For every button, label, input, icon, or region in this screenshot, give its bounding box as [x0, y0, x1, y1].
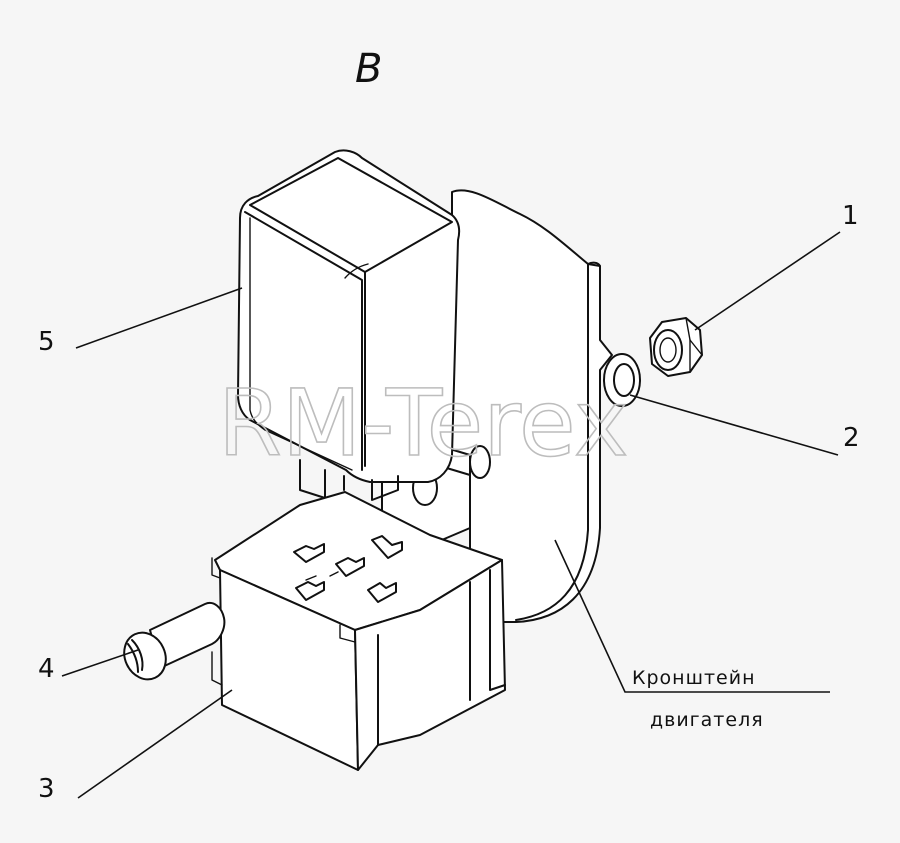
leader-5	[75, 287, 243, 349]
nut	[649, 317, 703, 377]
callout-1: 1	[842, 201, 859, 231]
callout-5: 5	[38, 327, 55, 357]
callout-3: 3	[38, 774, 55, 804]
bracket-note-line2: двигателя	[650, 709, 764, 731]
watermark: RM-Terex	[218, 370, 628, 477]
relay-socket	[211, 491, 506, 771]
leader-2	[629, 394, 839, 456]
view-label: B	[355, 46, 382, 92]
leader-1	[694, 231, 841, 331]
bracket-note-line1: Кронштейн	[632, 667, 756, 689]
relay	[237, 149, 461, 501]
leader-4	[61, 649, 139, 677]
callout-2: 2	[843, 423, 860, 453]
washer	[603, 353, 641, 407]
leader-bracket	[554, 539, 830, 693]
callout-4: 4	[38, 654, 55, 684]
leader-3	[77, 689, 233, 799]
screw	[123, 602, 226, 681]
